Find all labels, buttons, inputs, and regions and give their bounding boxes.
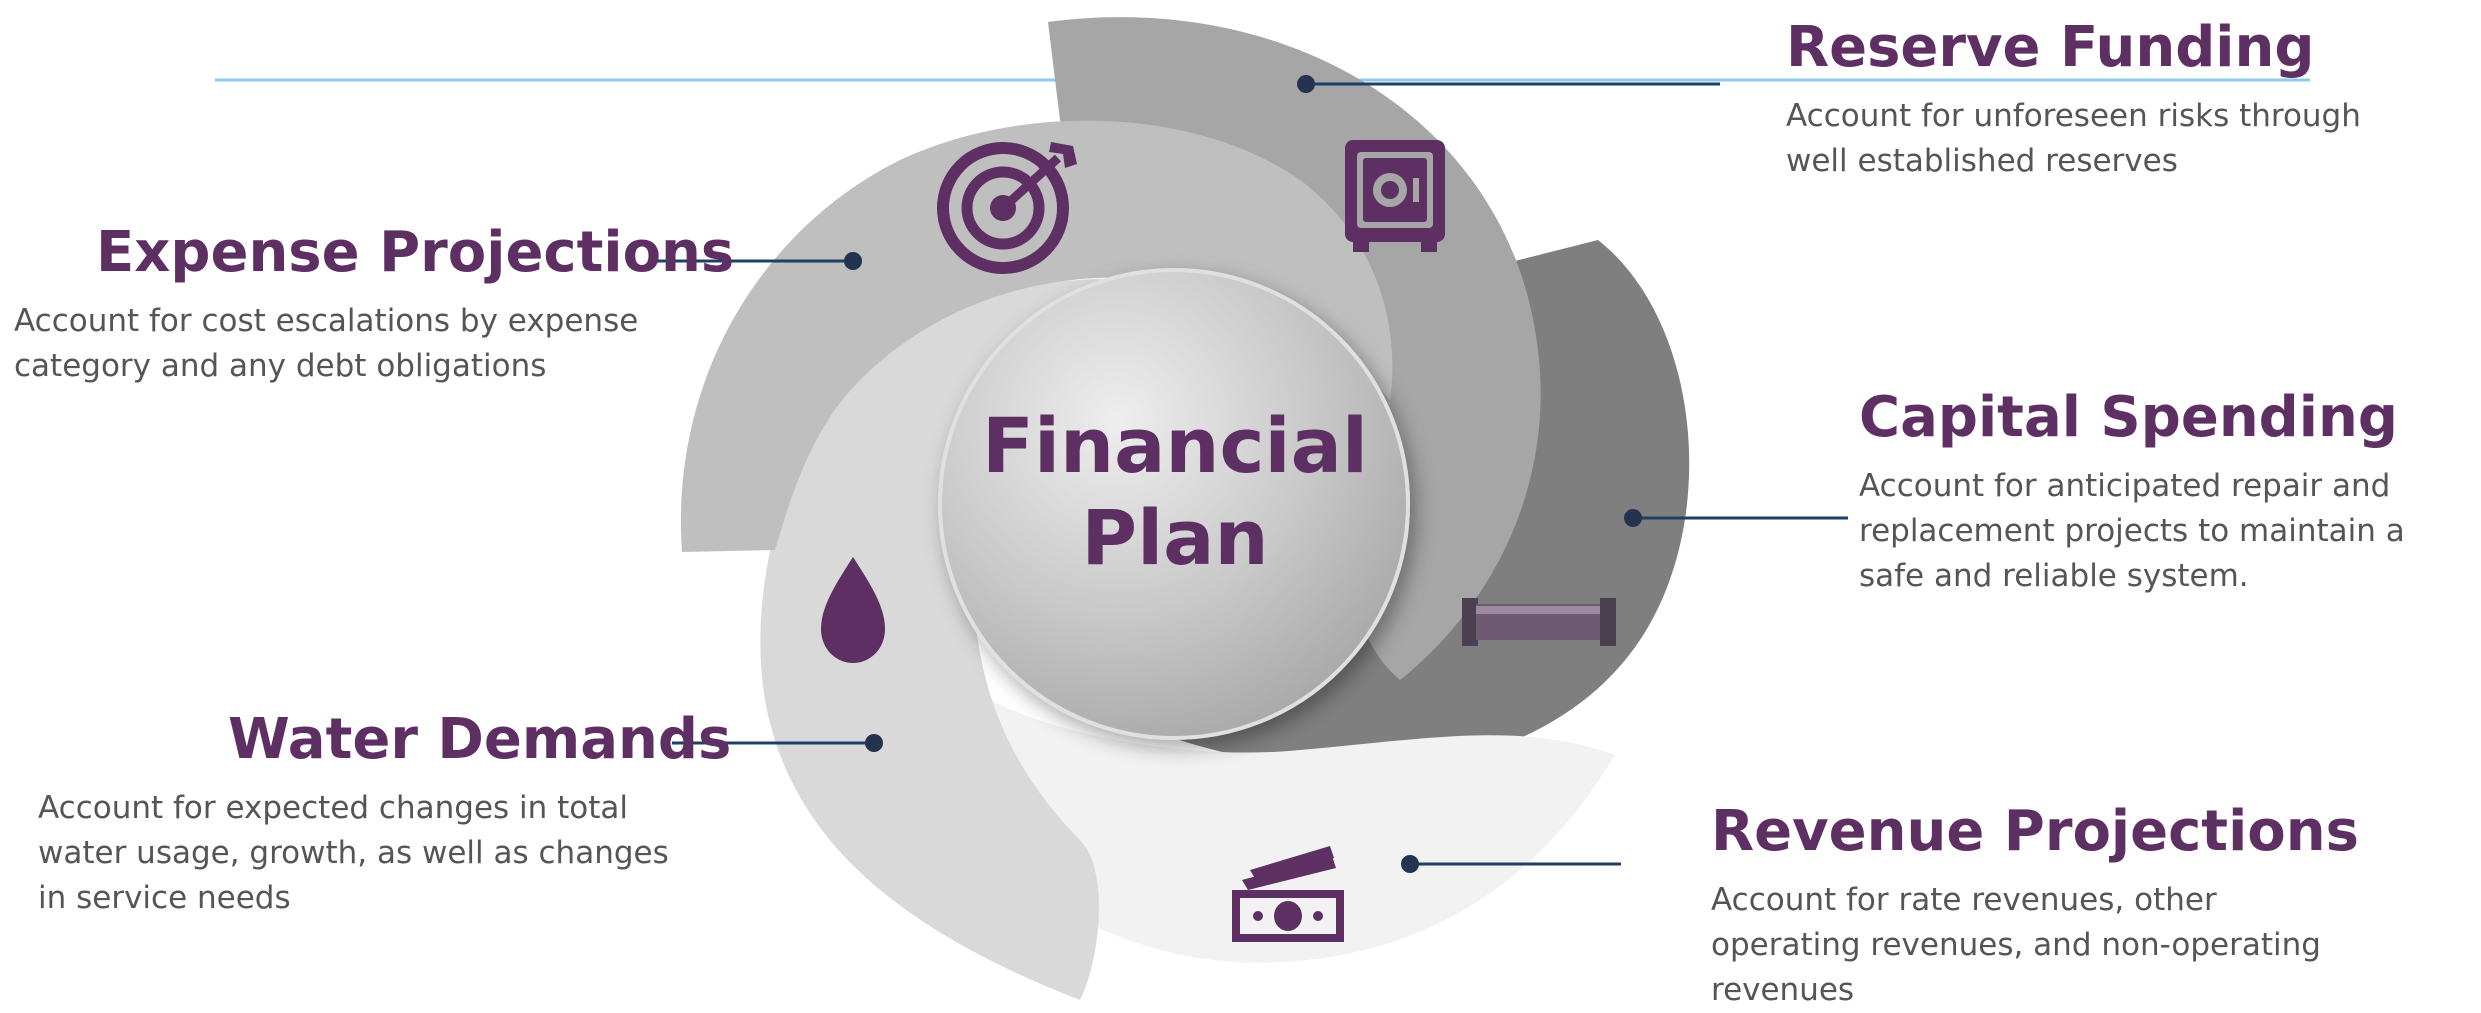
target-icon <box>937 142 1077 274</box>
connector-revenue <box>1401 855 1621 873</box>
center-title-line1: Financial <box>982 401 1368 490</box>
segment-expense-text: Expense Projections Account for cost esc… <box>14 220 735 389</box>
segment-title: Reserve Funding <box>1786 15 2315 80</box>
center-title-line2: Plan <box>1081 493 1269 582</box>
segment-description: Account for cost escalations by expense … <box>14 303 639 384</box>
connector-capital <box>1624 509 1848 527</box>
safe-icon <box>1345 140 1445 252</box>
water-drop-icon <box>821 557 885 663</box>
segment-title: Expense Projections <box>96 220 735 285</box>
segment-water-text: Water Demands Account for expected chang… <box>38 707 732 921</box>
segment-water <box>760 279 1130 1000</box>
connector-expense <box>652 252 862 270</box>
segment-expense <box>680 120 1393 552</box>
connector-reserve <box>1297 75 1720 93</box>
segment-title: Revenue Projections <box>1711 799 2359 864</box>
pipe-icon <box>1462 598 1616 646</box>
segment-title: Water Demands <box>228 707 732 772</box>
center-title: Financial Plan <box>940 400 1410 584</box>
segment-revenue <box>935 698 1615 963</box>
segment-description: Account for rate revenues, other operati… <box>1711 882 2321 1008</box>
center-hub <box>938 268 1410 740</box>
segment-revenue-text: Revenue Projections Account for rate rev… <box>1711 799 2359 1013</box>
money-icon <box>1232 846 1344 942</box>
connector-water <box>672 734 883 752</box>
segment-description: Account for anticipated repair and repla… <box>1859 468 2405 594</box>
segment-reserve-text: Reserve Funding Account for unforeseen r… <box>1786 16 2386 184</box>
segment-description: Account for expected changes in total wa… <box>38 790 669 916</box>
segment-title: Capital Spending <box>1859 385 2398 450</box>
segment-description: Account for unforeseen risks through wel… <box>1786 98 2361 179</box>
segment-capital-text: Capital Spending Account for anticipated… <box>1859 386 2479 599</box>
